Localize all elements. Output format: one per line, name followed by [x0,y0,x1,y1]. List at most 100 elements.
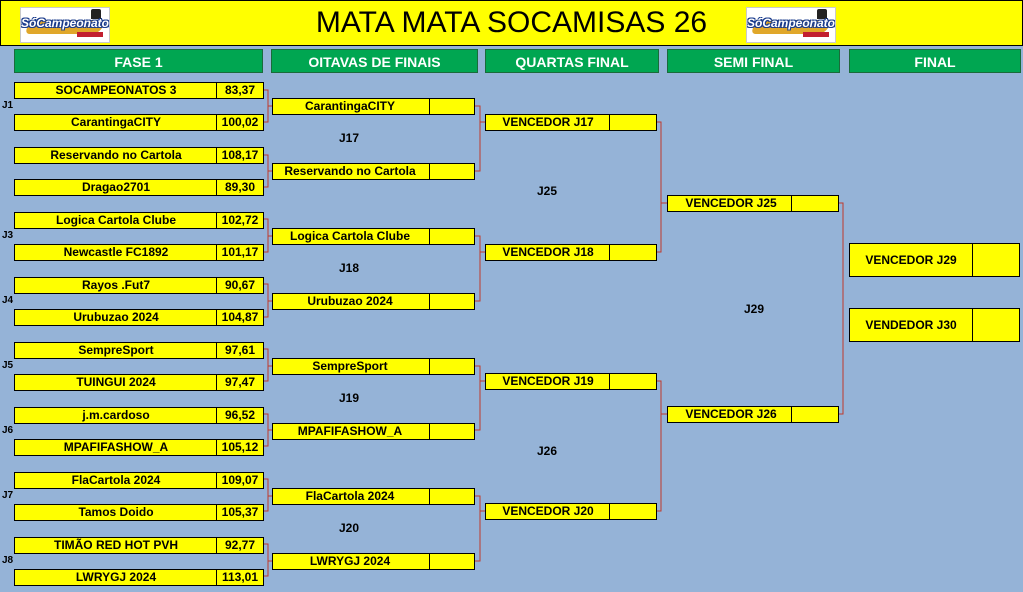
team-score: 104,87 [216,310,263,325]
team-name: CarantingaCITY [70,115,161,129]
team-name: TIMÃO RED HOT PVH [53,538,178,552]
team-name: Tamos Doido [78,505,154,519]
fase1-game-label: J8 [2,555,14,566]
semi-slot: VENCEDOR J26 [667,406,839,423]
oitavas-team-row: CarantingaCITY [272,98,475,115]
team-score: 97,61 [216,343,263,358]
team-score: 101,17 [216,245,263,260]
phase-header-oitavas: OITAVAS DE FINAIS [271,49,478,73]
quartas-slot: VENCEDOR J20 [485,503,657,520]
socampeonatos-logo-left: SóCampeonatos [20,7,110,43]
team-name: SempreSport [312,359,388,373]
game-label-j26: J26 [537,444,558,458]
team-name: FlaCartola 2024 [71,473,161,487]
socampeonatos-logo-right: SóCampeonatos [746,7,836,43]
team-name: Logica Cartola Clube [289,229,411,243]
fase1-team-row: TUINGUI 2024 97,47 [14,374,264,391]
team-score [429,229,474,244]
game-label-j29: J29 [744,302,765,316]
oitavas-team-row: Urubuzao 2024 [272,293,475,310]
oitavas-game-label: J17 [339,131,360,145]
team-score: 96,52 [216,408,263,423]
team-score [429,164,474,179]
fase1-team-row: SempreSport 97,61 [14,342,264,359]
team-score: 113,01 [216,570,263,585]
fase1-game-label: J1 [2,100,14,111]
team-name: SempreSport [78,343,154,357]
fase1-game-label: J6 [2,425,14,436]
oitavas-game-label: J19 [339,391,360,405]
final-slot: VENDEDOR J30 [849,308,1020,342]
team-score [429,489,474,504]
team-score [429,359,474,374]
team-name: TUINGUI 2024 [76,375,156,389]
phase-header-fase1: FASE 1 [14,49,263,73]
fase1-team-row: Dragao2701 89,30 [14,179,264,196]
oitavas-game-label: J18 [339,261,360,275]
fase1-game-label: J7 [2,490,14,501]
team-score: 92,77 [216,538,263,553]
fase1-team-row: CarantingaCITY 100,02 [14,114,264,131]
phase-header-quartas: QUARTAS FINAL [485,49,659,73]
page-title: MATA MATA SOCAMISAS 26 [315,6,708,39]
fase1-team-row: LWRYGJ 2024 113,01 [14,569,264,586]
fase1-game-label: J5 [2,360,14,371]
fase1-game-label: J3 [2,230,14,241]
team-name: Urubuzao 2024 [307,294,393,308]
team-name: Urubuzao 2024 [73,310,159,324]
quartas-slot: VENCEDOR J17 [485,114,657,131]
team-score: 109,07 [216,473,263,488]
oitavas-team-row: Logica Cartola Clube [272,228,475,245]
quartas-slot: VENCEDOR J19 [485,373,657,390]
fase1-team-row: MPAFIFASHOW_A 105,12 [14,439,264,456]
team-score: 100,02 [216,115,263,130]
fase1-team-row: FlaCartola 2024 109,07 [14,472,264,489]
phase-header-final: FINAL [849,49,1021,73]
phase-header-semi: SEMI FINAL [667,49,840,73]
team-name: j.m.cardoso [82,408,150,422]
fase1-team-row: TIMÃO RED HOT PVH 92,77 [14,537,264,554]
title-banner: SóCampeonatos MATA MATA SOCAMISAS 26 SóC… [0,0,1023,46]
team-name: Logica Cartola Clube [55,213,177,227]
team-score [429,99,474,114]
team-name: Reservando no Cartola [284,164,416,178]
fase1-team-row: Tamos Doido 105,37 [14,504,264,521]
team-score [429,424,474,439]
team-score: 105,37 [216,505,263,520]
game-label-j25: J25 [537,184,558,198]
fase1-team-row: Urubuzao 2024 104,87 [14,309,264,326]
fase1-team-row: j.m.cardoso 96,52 [14,407,264,424]
team-name: MPAFIFASHOW_A [63,440,169,454]
oitavas-game-label: J20 [339,521,360,535]
fase1-team-row: Rayos .Fut7 90,67 [14,277,264,294]
team-name: FlaCartola 2024 [305,489,395,503]
oitavas-team-row: SempreSport [272,358,475,375]
oitavas-team-row: Reservando no Cartola [272,163,475,180]
team-score: 90,67 [216,278,263,293]
team-name: CarantingaCITY [304,99,395,113]
team-name: Dragao2701 [81,180,151,194]
team-score: 97,47 [216,375,263,390]
team-score: 102,72 [216,213,263,228]
team-name: Reservando no Cartola [50,148,182,162]
team-name: LWRYGJ 2024 [309,554,391,568]
fase1-game-label: J4 [2,295,14,306]
team-score: 83,37 [216,83,263,98]
quartas-slot: VENCEDOR J18 [485,244,657,261]
team-name: Rayos .Fut7 [81,278,150,292]
fase1-team-row: Logica Cartola Clube 102,72 [14,212,264,229]
oitavas-team-row: FlaCartola 2024 [272,488,475,505]
oitavas-team-row: MPAFIFASHOW_A [272,423,475,440]
team-name: LWRYGJ 2024 [75,570,157,584]
fase1-team-row: Reservando no Cartola 108,17 [14,147,264,164]
team-score: 105,12 [216,440,263,455]
team-score: 108,17 [216,148,263,163]
team-score [429,294,474,309]
semi-slot: VENCEDOR J25 [667,195,839,212]
team-score: 89,30 [216,180,263,195]
oitavas-team-row: LWRYGJ 2024 [272,553,475,570]
team-score [429,554,474,569]
final-slot: VENCEDOR J29 [849,243,1020,277]
